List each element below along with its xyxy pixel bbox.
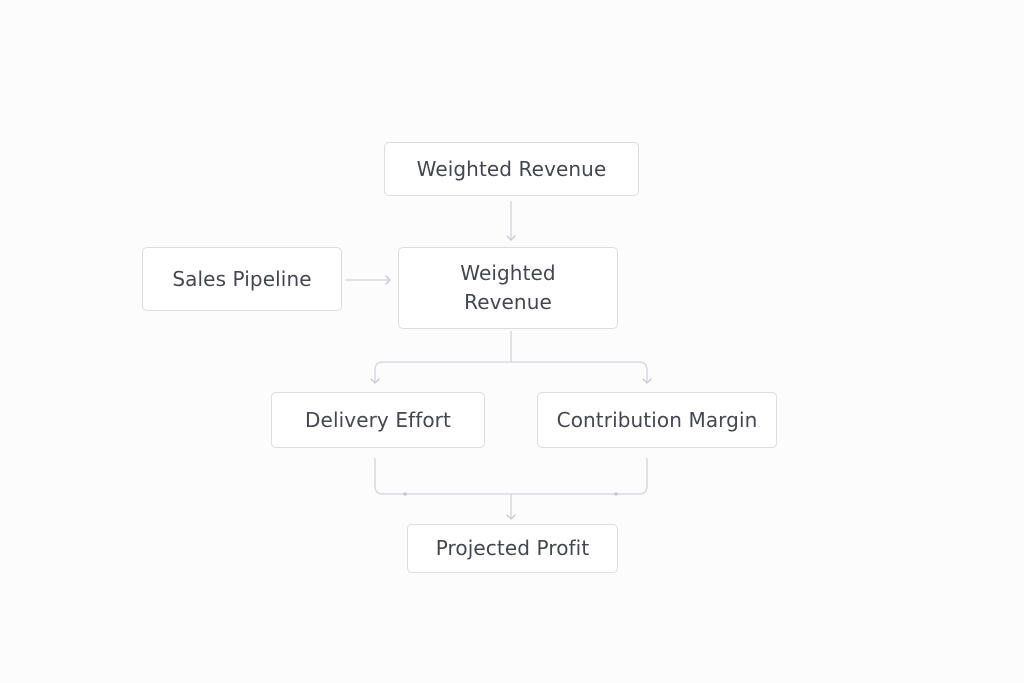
node-weighted-revenue-top: Weighted Revenue [384,142,639,196]
arrowhead-contribution-margin [642,378,652,384]
node-label: Contribution Margin [556,407,758,432]
edge-merge-to-projected-profit [374,458,648,519]
arrowhead-weighted-revenue-top [506,235,516,241]
node-sales-pipeline: Sales Pipeline [142,247,342,311]
arrowhead-delivery-effort [370,378,380,384]
arrowhead-weighted-revenue-left [385,275,391,285]
node-label: Sales Pipeline [172,266,312,291]
arrowhead-projected-profit [506,514,516,520]
node-weighted-revenue: Weighted Revenue [398,247,618,329]
node-label: Delivery Effort [305,407,451,432]
node-contribution-margin: Contribution Margin [537,392,777,448]
node-projected-profit: Projected Profit [407,524,618,573]
node-label: Weighted Revenue [460,261,556,314]
merge-dot-left [403,492,407,496]
edge-weighted-revenue-split [374,331,648,383]
node-label: Projected Profit [435,536,590,560]
node-label: Weighted Revenue [416,156,607,181]
node-delivery-effort: Delivery Effort [271,392,485,448]
merge-dot-right [614,492,618,496]
